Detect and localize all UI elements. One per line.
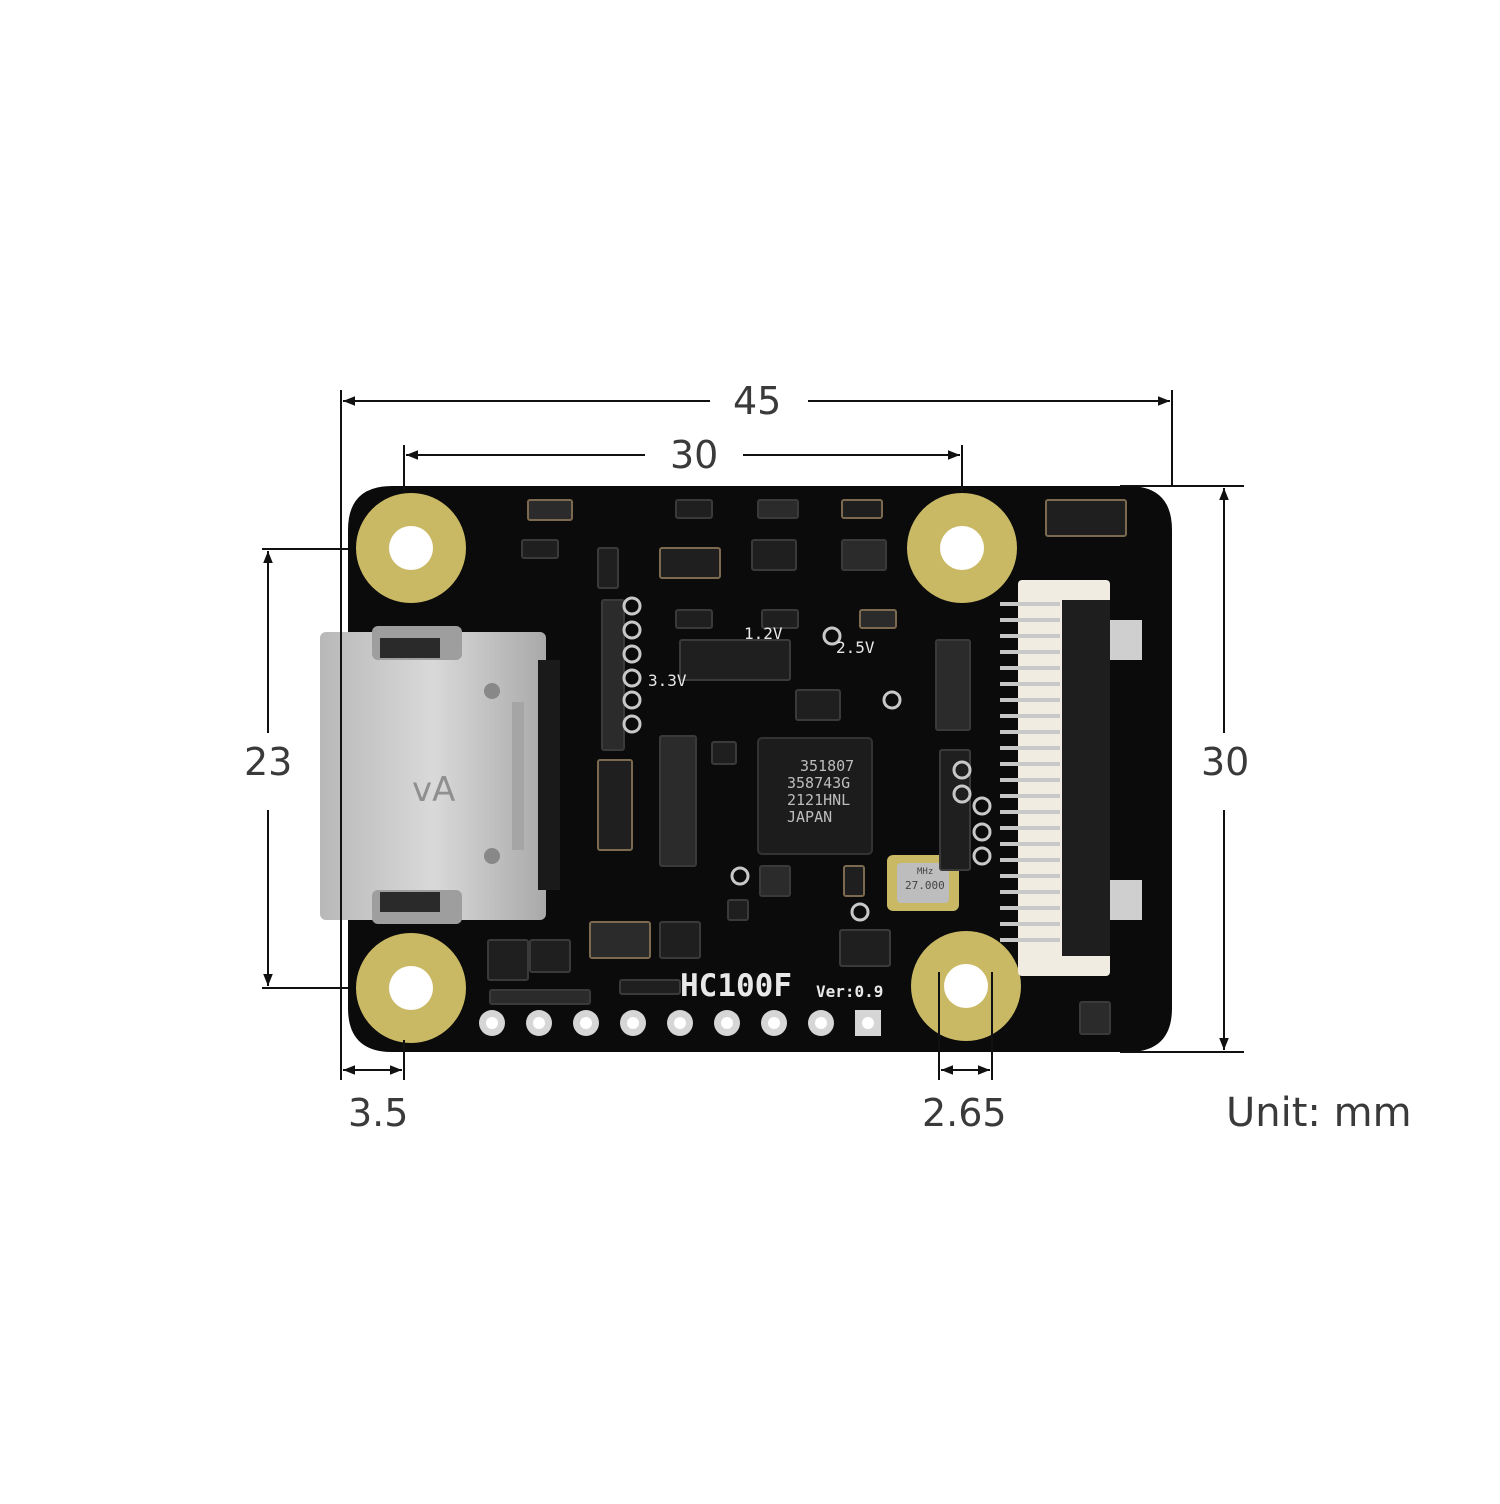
test-pad <box>972 822 992 842</box>
header-pin <box>761 1010 787 1036</box>
smd-part <box>589 921 651 959</box>
mounting-hole-bottom-left <box>356 933 466 1043</box>
smd-part <box>1079 1001 1111 1035</box>
chip-marking-line-1: 351807 <box>800 757 855 775</box>
smd-part <box>759 865 791 897</box>
chip-marking-line-4: JAPAN <box>787 808 833 826</box>
test-pad <box>622 644 642 664</box>
dim-hole-edge-offset: 3.5 <box>348 1091 409 1135</box>
smd-part <box>601 599 625 751</box>
smd-part <box>597 759 633 851</box>
unit-note: Unit: mm <box>1226 1090 1412 1136</box>
dim-overall-width: 45 <box>733 379 782 423</box>
header-pin <box>479 1010 505 1036</box>
smd-part <box>939 749 971 871</box>
board-model-label: HC100F <box>680 968 792 1004</box>
header-pin <box>620 1010 646 1036</box>
fpc-connector <box>1000 580 1142 976</box>
smd-part <box>841 499 883 519</box>
smd-part <box>935 639 971 731</box>
crystal-marking-freq-unit: MHz <box>917 867 934 877</box>
smd-part <box>711 741 737 765</box>
smd-part <box>727 899 749 921</box>
header-pin <box>573 1010 599 1036</box>
smd-components <box>487 499 1127 1035</box>
test-pad <box>622 596 642 616</box>
board-version-label: Ver:0.9 <box>816 982 884 1001</box>
rail-label-2v5: 2.5V <box>836 638 875 657</box>
header-pins <box>479 1010 881 1036</box>
mounting-hole-top-right <box>907 493 1017 603</box>
smd-part <box>597 547 619 589</box>
header-pin <box>526 1010 552 1036</box>
smd-part <box>527 499 573 521</box>
smd-part <box>859 609 897 629</box>
mounting-hole-top-left <box>356 493 466 603</box>
test-pad <box>622 620 642 640</box>
smd-part <box>795 689 841 721</box>
dim-overall-height: 30 <box>1201 740 1250 784</box>
mounting-hole-bottom-right <box>911 931 1021 1041</box>
smd-part <box>841 539 887 571</box>
test-pad <box>952 760 972 780</box>
smd-part <box>1045 499 1127 537</box>
smd-part <box>839 929 891 967</box>
smd-part <box>659 547 721 579</box>
smd-part <box>521 539 559 559</box>
smd-part <box>761 609 799 629</box>
test-pad <box>622 690 642 710</box>
test-pad <box>730 866 750 886</box>
smd-part <box>751 539 797 571</box>
chip-marking-line-2: 358743G <box>787 774 851 792</box>
smd-part <box>529 939 571 973</box>
test-pad <box>972 846 992 866</box>
rail-label-3v3: 3.3V <box>648 671 687 690</box>
header-pin <box>714 1010 740 1036</box>
smd-part <box>675 499 713 519</box>
test-pad <box>952 784 972 804</box>
header-pin <box>808 1010 834 1036</box>
dim-hole-diameter: 2.65 <box>922 1091 1007 1135</box>
header-pin <box>855 1010 881 1036</box>
crystal-marking-freq: 27.000 <box>905 879 945 892</box>
smd-part <box>619 979 681 995</box>
main-ic <box>757 737 873 855</box>
test-pad <box>972 796 992 816</box>
test-pad <box>822 626 842 646</box>
dim-hole-spacing-height: 23 <box>244 740 293 784</box>
dim-hole-spacing-width: 30 <box>670 433 719 477</box>
smd-part <box>659 735 697 867</box>
hdmi-connector <box>320 626 560 924</box>
smd-part <box>757 499 799 519</box>
test-pad <box>882 690 902 710</box>
header-pin <box>667 1010 693 1036</box>
smd-part <box>659 921 701 959</box>
smd-part <box>675 609 713 629</box>
hdmi-marking: vA <box>412 770 456 810</box>
rail-label-1v2: 1.2V <box>744 624 783 643</box>
smd-part <box>489 989 591 1005</box>
test-pad <box>622 714 642 734</box>
test-pad <box>622 668 642 688</box>
smd-part <box>679 639 791 681</box>
smd-part <box>487 939 529 981</box>
test-pad <box>850 902 870 922</box>
smd-part <box>843 865 865 897</box>
chip-marking-line-3: 2121HNL <box>787 791 851 809</box>
